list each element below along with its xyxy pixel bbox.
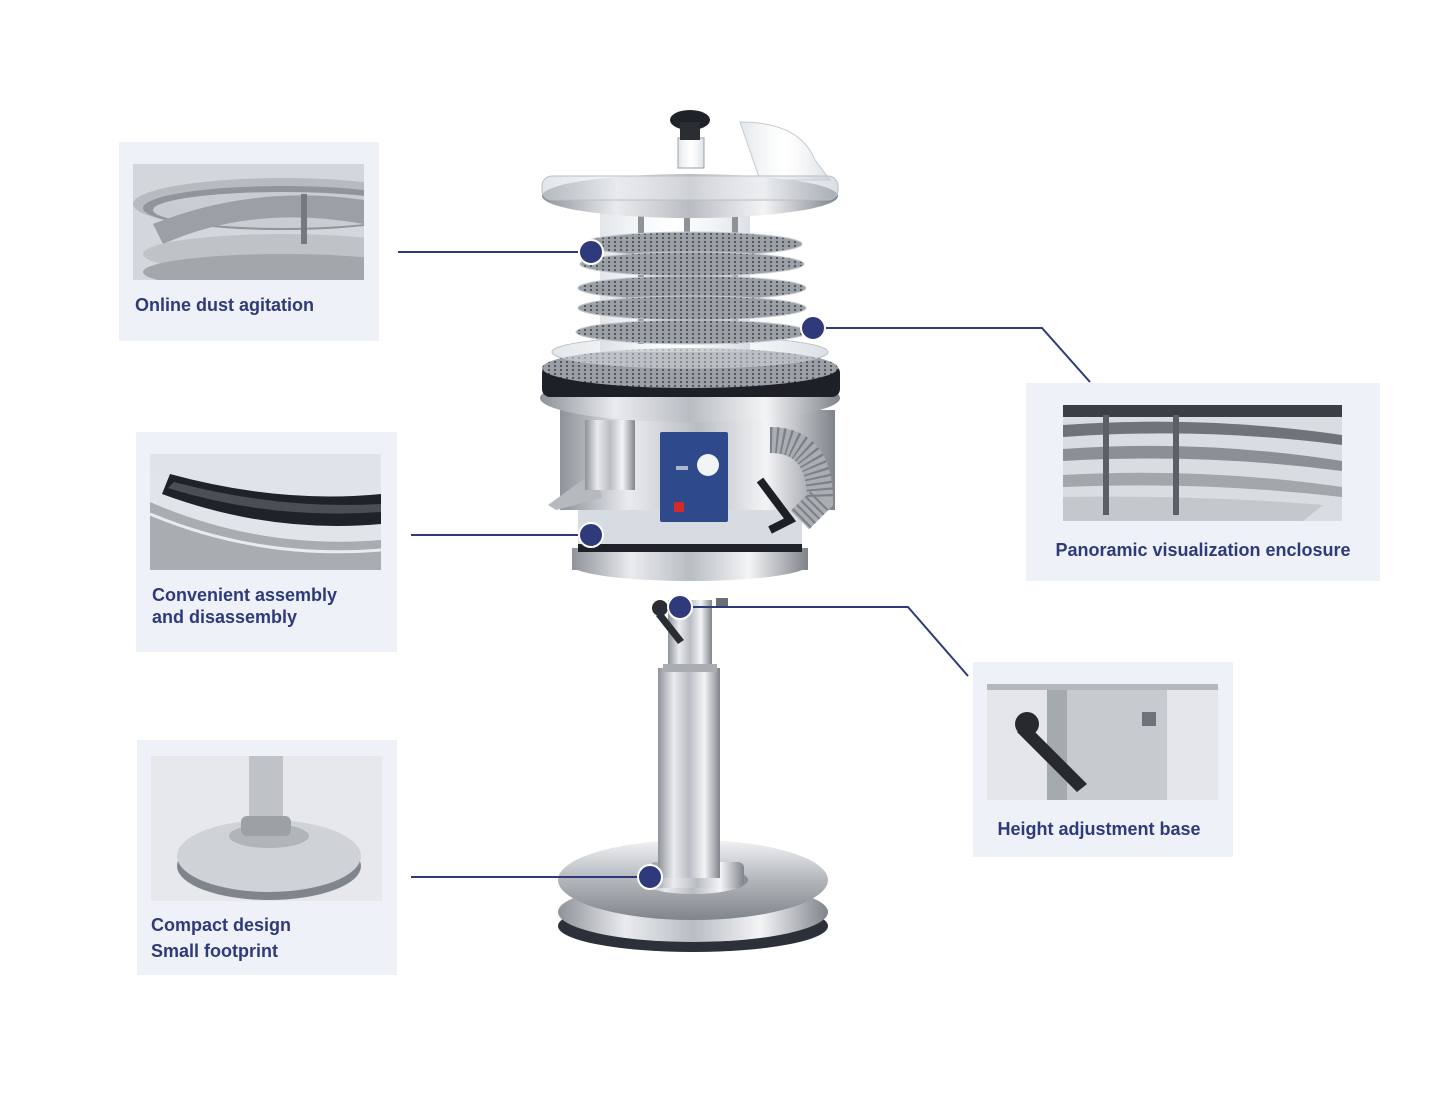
sealing-ring bbox=[540, 335, 840, 422]
feature-image-sieve-closeup bbox=[133, 164, 364, 280]
sieve-stack bbox=[575, 212, 809, 352]
top-lid bbox=[541, 110, 839, 218]
feature-caption-line: Small footprint bbox=[151, 941, 278, 961]
feature-card-compact-design: Compact design Small footprint bbox=[137, 740, 397, 975]
feature-caption-line: Online dust agitation bbox=[135, 295, 314, 315]
feature-caption: Height adjustment base bbox=[973, 818, 1225, 840]
feature-caption-line: and disassembly bbox=[152, 607, 298, 627]
feature-image-base-closeup bbox=[151, 756, 382, 901]
column bbox=[652, 598, 728, 878]
feature-card-height-adjustment: Height adjustment base bbox=[973, 662, 1233, 857]
callout-dot-agitation bbox=[578, 239, 604, 265]
callout-dot-enclosure bbox=[800, 315, 826, 341]
callout-dot-height bbox=[667, 594, 693, 620]
feature-image-enclosure-closeup bbox=[1063, 405, 1342, 521]
lower-body bbox=[548, 410, 835, 581]
callout-lines bbox=[398, 251, 1091, 878]
feature-card-panoramic-visualization: Panoramic visualization enclosure bbox=[1026, 383, 1380, 581]
feature-card-convenient-assembly: Convenient assembly and disassembly bbox=[136, 432, 397, 652]
feature-caption-line: Compact design bbox=[151, 915, 292, 935]
feature-image-ring-closeup bbox=[150, 454, 381, 570]
callout-dot-assembly bbox=[578, 522, 604, 548]
feature-card-online-dust-agitation: Online dust agitation bbox=[119, 142, 379, 341]
feature-caption: Compact design Small footprint bbox=[151, 912, 391, 964]
feature-caption-line: Convenient assembly bbox=[152, 585, 338, 605]
feature-caption-line: Height adjustment base bbox=[997, 819, 1201, 839]
feature-image-lever-closeup bbox=[987, 684, 1218, 800]
feature-caption: Online dust agitation bbox=[135, 294, 375, 316]
feature-caption: Convenient assembly and disassembly bbox=[152, 584, 392, 628]
feature-caption: Panoramic visualization enclosure bbox=[1026, 539, 1380, 561]
feature-caption-line: Panoramic visualization enclosure bbox=[1055, 540, 1351, 560]
callout-dots bbox=[578, 239, 826, 890]
callout-dot-footprint bbox=[637, 864, 663, 890]
